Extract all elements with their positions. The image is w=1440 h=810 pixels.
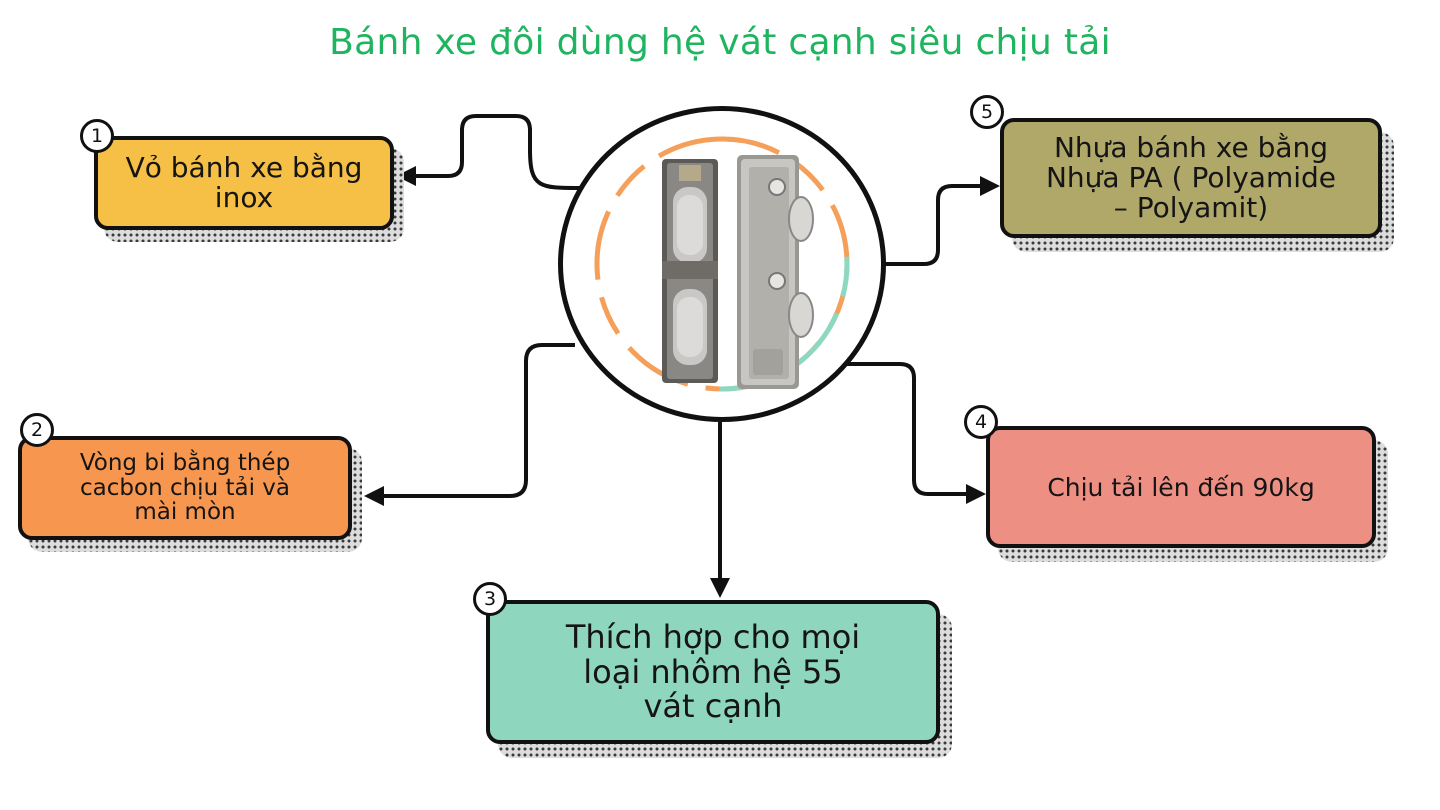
feature-3-line-1: Thích hợp cho mọi [565, 618, 861, 657]
feature-3-line-3: vát cạnh [643, 687, 783, 726]
feature-2-line-3: mài mòn [134, 499, 236, 526]
badge-number-3: 3 [473, 582, 507, 616]
page-title: Bánh xe đôi dùng hệ vát cạnh siêu chịu t… [329, 22, 1111, 63]
badge-number-2: 2 [20, 413, 54, 447]
feature-2-line-1: Vòng bi bằng thép [79, 449, 291, 476]
feature-box-5: Nhựa bánh xe bằng Nhựa PA ( Polyamide – … [1000, 118, 1382, 238]
feature-2-line-2: cacbon chịu tải và [80, 474, 290, 501]
feature-5-line-3: – Polyamit) [1113, 191, 1269, 225]
feature-3-line-2: loại nhôm hệ 55 [583, 652, 843, 691]
center-wheel-circle [558, 106, 886, 422]
feature-box-1: Vỏ bánh xe bằng inox [94, 136, 394, 230]
badge-number-1: 1 [80, 119, 114, 153]
double-roller-wheel-icon [594, 136, 850, 392]
feature-1-line-2: inox [214, 181, 274, 214]
feature-5-line-2: Nhựa PA ( Polyamide [1045, 160, 1337, 194]
connector-4 [845, 362, 986, 504]
connector-1 [396, 114, 581, 190]
connector-2 [364, 343, 575, 506]
feature-1-line-1: Vỏ bánh xe bằng [125, 150, 363, 184]
feature-box-3: Thích hợp cho mọi loại nhôm hệ 55 vát cạ… [486, 600, 940, 744]
feature-box-4: Chịu tải lên đến 90kg [986, 426, 1376, 548]
connector-5 [883, 176, 1000, 266]
feature-4-line-1: Chịu tải lên đến 90kg [1047, 472, 1315, 502]
badge-number-4: 4 [964, 405, 998, 439]
feature-box-2: Vòng bi bằng thép cacbon chịu tải và mài… [18, 436, 352, 540]
badge-number-5: 5 [970, 95, 1004, 129]
feature-5-line-1: Nhựa bánh xe bằng [1053, 130, 1329, 164]
